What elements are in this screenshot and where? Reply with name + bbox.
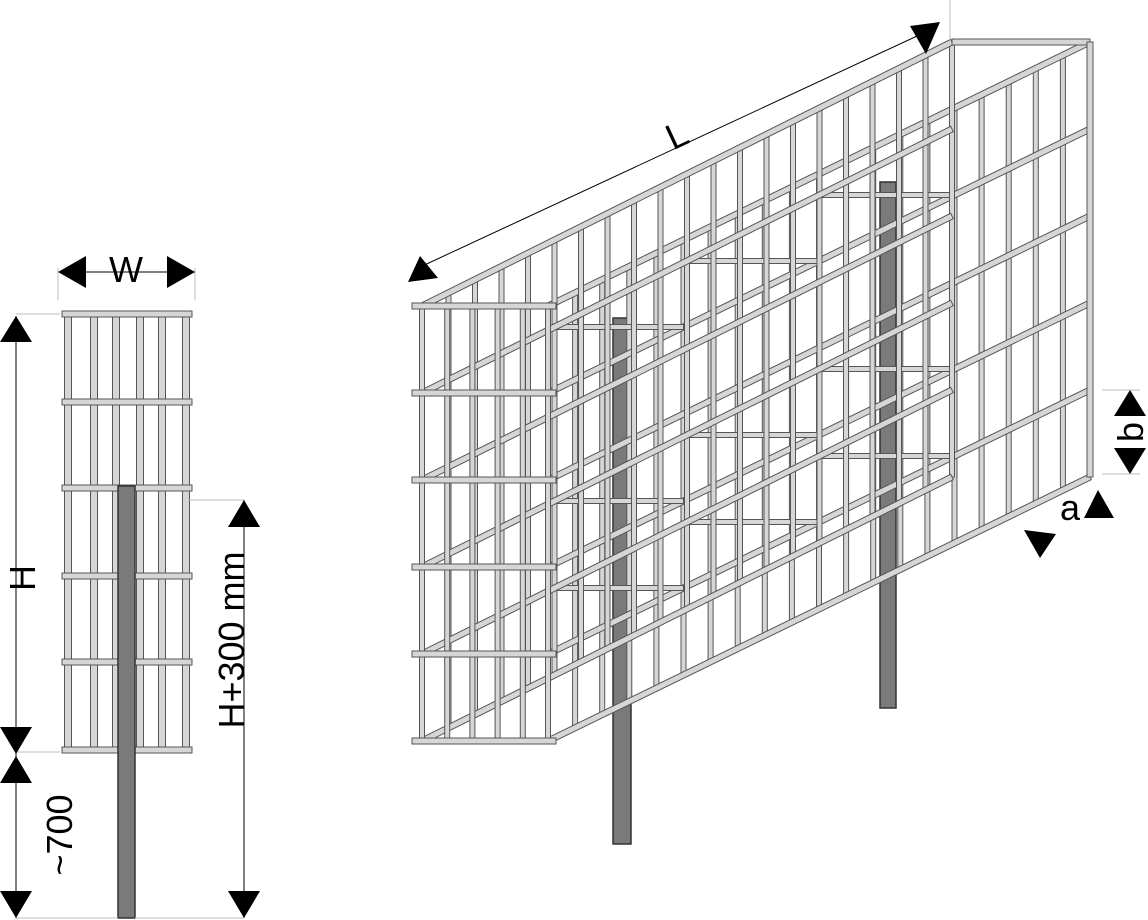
front-panel-vertical-wire [922, 54, 929, 491]
mesh-b-arrow-bottom [1114, 448, 1146, 474]
internal-tie-wire [819, 192, 955, 198]
side-leader-lines [16, 268, 244, 919]
end-panel-horizontal-wire [411, 737, 557, 745]
side-vertical-wire [182, 313, 190, 751]
post-height-arrow-top [228, 500, 260, 527]
end-panel-vertical-wire [469, 305, 476, 742]
mesh-a-arrow-right [1084, 490, 1114, 518]
front-panel-vertical-wire [710, 160, 717, 597]
internal-tie-wire [819, 366, 955, 372]
rear-panel-vertical-wire [1032, 67, 1039, 504]
front-panel-vertical-wire [657, 186, 664, 623]
side-post [117, 485, 136, 919]
mesh-a-dimension: a [1024, 487, 1114, 558]
front-panel-vertical-wire [737, 147, 743, 584]
length-arrow-left [408, 256, 438, 282]
length-label: L [659, 112, 694, 158]
mesh-a-label: a [1060, 487, 1081, 528]
length-arrow-right [910, 22, 940, 54]
internal-tie-wire [686, 519, 820, 525]
end-panel-vertical-wire [519, 305, 526, 742]
front-panel-vertical-wire [684, 173, 690, 610]
rear-panel-vertical-wire [978, 94, 985, 531]
width-arrow-right [167, 256, 195, 288]
mesh-b-label: b [1110, 422, 1148, 442]
embed-arrow-top [0, 756, 32, 783]
embed-arrow-bottom [0, 891, 32, 918]
end-panel-horizontal-wire [411, 302, 557, 310]
rear-post [879, 181, 897, 709]
front-panel-vertical-wire [843, 94, 849, 531]
end-panel-vertical-wire [545, 305, 551, 742]
far-end-vertical-wire [1086, 41, 1094, 478]
internal-tie-wire [554, 498, 684, 504]
internal-tie-wire [554, 324, 684, 330]
internal-tie-wire [554, 585, 684, 591]
width-label: W [109, 249, 143, 290]
front-panel-vertical-wire [790, 120, 796, 557]
mesh-b-arrow-top [1114, 390, 1146, 416]
rear-panel-vertical-wire [1005, 81, 1012, 518]
end-panel-horizontal-wire [411, 563, 557, 571]
side-horizontal-wire [61, 398, 193, 406]
front-panel-vertical-wire [525, 252, 531, 689]
post-height-arrow-bottom [228, 891, 260, 918]
front-panel-vertical-wire [578, 226, 584, 663]
end-panel-vertical-wire [444, 305, 451, 742]
height-arrow-bottom [0, 727, 32, 754]
side-arrowheads [0, 256, 260, 918]
post-height-label: H+300 mm [211, 551, 252, 728]
end-panel-vertical-wire [419, 305, 425, 742]
end-panel-vertical-wire [494, 305, 501, 742]
side-horizontal-wire [61, 310, 193, 318]
height-arrow-top [0, 316, 32, 342]
front-panel-vertical-wire [631, 199, 637, 636]
width-arrow-left [58, 256, 86, 288]
end-panel-horizontal-wire [411, 389, 557, 397]
mesh-a-arrow-left [1024, 530, 1056, 558]
front-panel-vertical-wire [949, 41, 955, 478]
end-panel-horizontal-wire [411, 476, 557, 484]
isometric-view: L b a [408, 0, 1148, 845]
side-elevation: W H ~700 H+300 mm [0, 249, 260, 919]
front-panel-vertical-wire [816, 107, 823, 544]
side-vertical-wire [64, 313, 72, 751]
internal-tie-wire [686, 432, 820, 438]
side-vertical-wire [90, 313, 98, 751]
front-panel-vertical-wire [763, 133, 770, 570]
front-panel-vertical-wire [896, 67, 902, 504]
internal-tie-wire [686, 258, 820, 264]
far-end-top-wire [951, 38, 1091, 46]
side-vertical-wire [158, 313, 166, 751]
side-cage-mesh [61, 310, 193, 754]
mesh-b-dimension: b [1102, 389, 1148, 475]
embed-depth-label: ~700 [39, 794, 80, 875]
rear-panel-vertical-wire [1059, 54, 1066, 491]
front-panel-vertical-wire [604, 213, 611, 650]
internal-tie-wire [819, 453, 955, 459]
side-vertical-wire [136, 313, 144, 751]
front-panel-vertical-wire [869, 81, 876, 518]
height-label: H [2, 565, 43, 591]
end-panel-horizontal-wire [411, 650, 557, 658]
isometric-cage-mesh [411, 38, 1094, 745]
